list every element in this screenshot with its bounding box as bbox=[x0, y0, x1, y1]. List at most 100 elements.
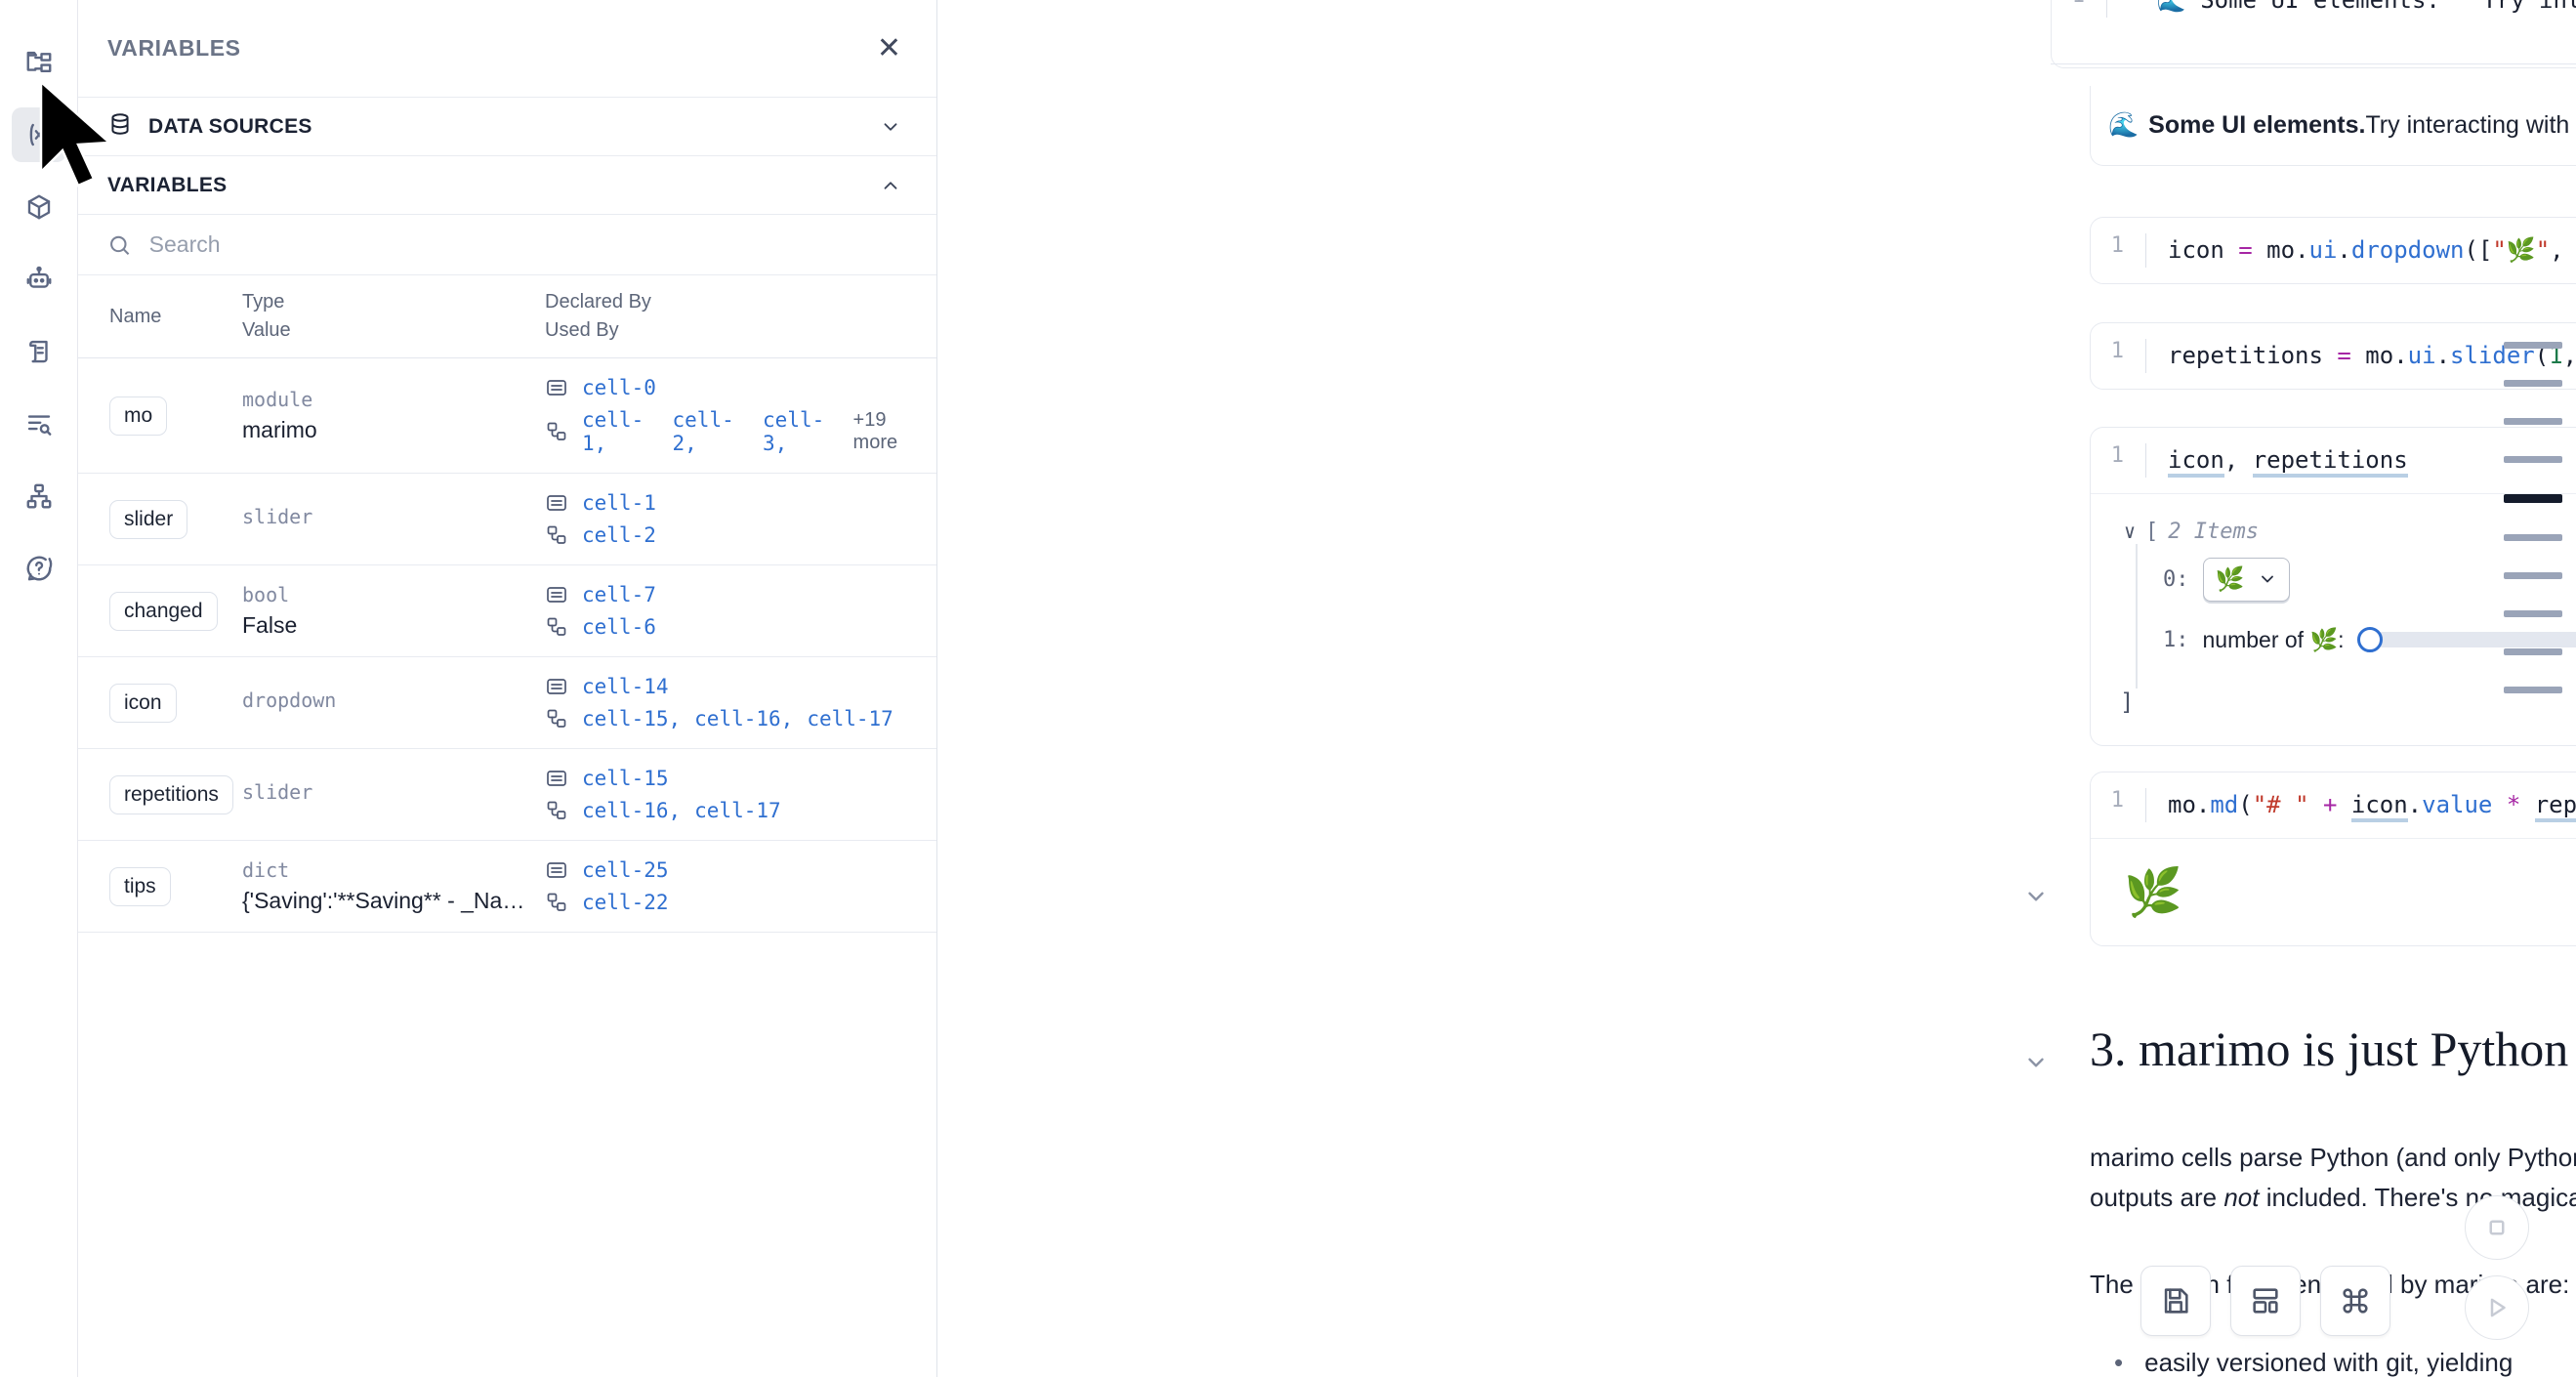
variable-name-chip[interactable]: icon bbox=[109, 683, 177, 723]
variable-name-chip[interactable]: tips bbox=[109, 866, 171, 906]
cell-link[interactable]: cell-0 bbox=[582, 376, 656, 399]
variable-name-cell: repetitions bbox=[78, 748, 242, 841]
cell-link[interactable]: cell-2 bbox=[582, 523, 656, 547]
cell-code[interactable]: mo.md("# " + icon.value * repetitions.va… bbox=[2145, 788, 2576, 822]
col-type-value: Type Value bbox=[242, 275, 545, 358]
page-title: VARIABLES bbox=[107, 35, 241, 61]
chevron-up-icon[interactable] bbox=[880, 175, 901, 196]
outline-search-icon[interactable] bbox=[12, 396, 66, 451]
chevron-down-icon[interactable] bbox=[2023, 1050, 2049, 1075]
table-row: slider slider cell-1 cell-2 bbox=[78, 473, 936, 565]
minimap-bar[interactable] bbox=[2504, 456, 2562, 463]
section-label: VARIABLES bbox=[107, 173, 228, 196]
cell-code[interactable]: icon = mo.ui.dropdown(["🌿", "🌊", "✨"], v… bbox=[2145, 233, 2576, 268]
cell-link[interactable]: cell-7 bbox=[582, 583, 656, 606]
cell-link[interactable]: cell-22 bbox=[582, 891, 669, 914]
cell-link[interactable]: cell-15, bbox=[582, 707, 682, 730]
cell-link[interactable]: cell-2, bbox=[672, 408, 734, 455]
slider-knob[interactable] bbox=[2357, 627, 2384, 653]
code-cell-slider[interactable]: 1 repetitions = mo.ui.slider(1, 16, labe… bbox=[2090, 322, 2576, 390]
variable-refs-cell: cell-7 cell-6 bbox=[545, 564, 936, 657]
scroll-logs-icon[interactable] bbox=[12, 324, 66, 379]
package-cube-icon[interactable] bbox=[12, 180, 66, 234]
cell-link[interactable]: cell-17 bbox=[807, 707, 893, 730]
line-number: 1 bbox=[2110, 443, 2124, 468]
chevron-down-icon bbox=[2262, 575, 2274, 583]
chevron-down-icon[interactable] bbox=[880, 116, 901, 138]
minimap-bar[interactable] bbox=[2504, 534, 2562, 541]
minimap-bar[interactable] bbox=[2504, 648, 2562, 655]
variable-name-chip[interactable]: mo bbox=[109, 396, 168, 436]
cell-code[interactable]: icon, repetitions bbox=[2145, 443, 2408, 478]
variables-icon[interactable] bbox=[11, 107, 66, 162]
cell-link[interactable]: cell-15 bbox=[582, 767, 669, 790]
variable-refs-cell: cell-14 cell-15, cell-16, cell-17 bbox=[545, 656, 936, 749]
markdown-cell-editor[interactable]: 1 ""🌊 Some UI elements."" Try interactin… bbox=[2051, 0, 2576, 68]
line-number: 1 bbox=[2052, 0, 2106, 8]
tree-row-1: 1: number of 🌿: bbox=[2163, 627, 2576, 653]
line-number: 1 bbox=[2110, 339, 2124, 363]
dropdown-value: 🌿 bbox=[2215, 565, 2245, 593]
code-cell-md[interactable]: 1 mo.md("# " + icon.value * repetitions.… bbox=[2090, 772, 2576, 946]
run-button[interactable] bbox=[2465, 1275, 2529, 1340]
line-number: 1 bbox=[2110, 233, 2124, 258]
variable-type: module bbox=[242, 388, 313, 411]
section-heading: 3. marimo is just Python bbox=[2090, 1022, 2569, 1076]
file-tree-icon[interactable] bbox=[12, 35, 66, 90]
variable-name-chip[interactable]: repetitions bbox=[109, 774, 233, 814]
cell-link[interactable]: cell-14 bbox=[582, 675, 669, 698]
variable-type-value-cell: slider bbox=[242, 748, 545, 841]
minimap[interactable] bbox=[2504, 342, 2562, 693]
code-cell-display[interactable]: 1 icon, repetitions ∨ [ 2 Items 0: 🌿 bbox=[2090, 427, 2576, 746]
save-button[interactable] bbox=[2140, 1266, 2211, 1336]
slider-input[interactable] bbox=[2357, 627, 2576, 653]
cell-link[interactable]: cell-25 bbox=[582, 858, 669, 882]
interrupt-button[interactable] bbox=[2465, 1195, 2529, 1260]
minimap-bar[interactable] bbox=[2504, 418, 2562, 425]
para1-part-a: marimo cells parse Python (and only Pyth… bbox=[2090, 1143, 2576, 1213]
used-by-line: cell-1, cell-2, cell-3, +19 more bbox=[545, 408, 927, 455]
line-number: 1 bbox=[2110, 788, 2124, 813]
cell-link[interactable]: cell-6 bbox=[582, 615, 656, 639]
minimap-bar[interactable] bbox=[2504, 572, 2562, 579]
code-cell-dropdown[interactable]: 1 icon = mo.ui.dropdown(["🌿", "🌊", "✨"],… bbox=[2090, 217, 2576, 284]
dependency-graph-icon[interactable] bbox=[12, 469, 66, 523]
chevron-down-icon[interactable]: ∨ bbox=[2124, 520, 2137, 544]
minimap-bar-active[interactable] bbox=[2504, 494, 2562, 503]
variable-refs-cell: cell-0 cell-1, cell-2, cell-3, +19 more bbox=[545, 357, 936, 474]
cell-link[interactable]: cell-17 bbox=[694, 799, 781, 822]
section-data-sources[interactable]: DATA SOURCES bbox=[78, 98, 936, 156]
col-used-by-label: Used By bbox=[545, 319, 619, 341]
cell-link[interactable]: cell-16, bbox=[582, 799, 682, 822]
variable-name-chip[interactable]: changed bbox=[109, 591, 218, 631]
variable-type-value-cell: slider bbox=[242, 473, 545, 565]
cell-link[interactable]: cell-16, bbox=[694, 707, 794, 730]
close-icon[interactable]: ✕ bbox=[876, 31, 901, 64]
used-by-line: cell-22 bbox=[545, 891, 927, 914]
minimap-bar[interactable] bbox=[2504, 610, 2562, 617]
minimap-bar[interactable] bbox=[2504, 380, 2562, 387]
declared-by-line: cell-0 bbox=[545, 376, 927, 399]
cell-link[interactable]: cell-1 bbox=[582, 491, 656, 515]
cell-link[interactable]: cell-3, bbox=[763, 408, 825, 455]
dropdown-input[interactable]: 🌿 bbox=[2202, 557, 2291, 602]
slider-track[interactable] bbox=[2375, 632, 2576, 648]
cell-code[interactable]: ""🌊 Some UI elements."" Try interacting … bbox=[2106, 0, 2576, 18]
chevron-down-icon[interactable] bbox=[2023, 884, 2049, 909]
cell-code[interactable]: repetitions = mo.ui.slider(1, 16, label=… bbox=[2145, 339, 2576, 373]
variable-name-chip[interactable]: slider bbox=[109, 499, 188, 539]
command-palette-button[interactable] bbox=[2320, 1266, 2390, 1336]
variable-name-cell: slider bbox=[78, 473, 242, 565]
help-icon[interactable] bbox=[12, 541, 66, 596]
minimap-bar[interactable] bbox=[2504, 342, 2562, 349]
variables-search-row bbox=[78, 215, 936, 275]
cell-link[interactable]: cell-1, bbox=[582, 408, 644, 455]
robot-icon[interactable] bbox=[12, 252, 66, 307]
open-bracket: [ bbox=[2145, 519, 2159, 544]
minimap-bar[interactable] bbox=[2504, 687, 2562, 693]
layout-button[interactable] bbox=[2230, 1266, 2301, 1336]
more-refs-label[interactable]: +19 more bbox=[852, 409, 898, 453]
section-variables[interactable]: VARIABLES bbox=[78, 156, 936, 215]
search-input[interactable] bbox=[148, 231, 907, 258]
